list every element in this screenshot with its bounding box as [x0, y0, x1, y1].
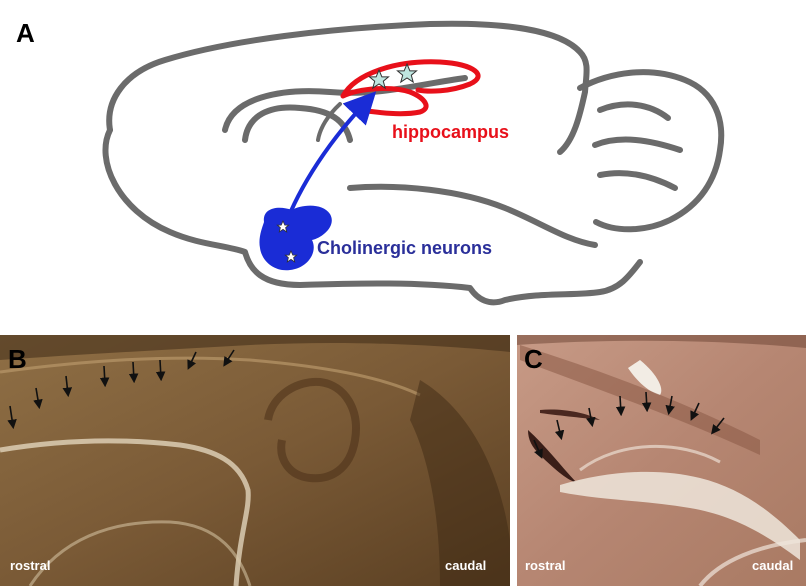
hippocampus-label: hippocampus [392, 122, 509, 142]
panel-b-rostral-label: rostral [10, 558, 50, 573]
neurons-label: Cholinergic neurons [317, 238, 492, 258]
annotation-arrow [104, 366, 105, 384]
panel-b-caudal-label: caudal [445, 558, 486, 573]
cerebellum-outline [580, 72, 721, 229]
cerebellum-fold-3 [600, 173, 675, 188]
cerebellum-fold-1 [600, 104, 668, 118]
brainstem-outline [105, 130, 640, 302]
annotation-arrow [646, 392, 647, 409]
panel-a: A hippocampus Cholinergic neurons [16, 18, 721, 302]
panel-b: B rostral caudal [0, 335, 510, 586]
panel-c-letter: C [524, 344, 543, 374]
panel-c: C rostral caudal [517, 335, 806, 586]
annotation-arrow [160, 360, 161, 378]
panel-c-rostral-label: rostral [525, 558, 565, 573]
cerebellum-fold-2 [595, 140, 680, 150]
midbrain-line [350, 187, 595, 245]
annotation-arrow [620, 396, 621, 413]
brain-outline [105, 24, 721, 303]
annotation-arrow [133, 362, 134, 380]
panel-b-letter: B [8, 344, 27, 374]
panel-a-letter: A [16, 18, 35, 48]
panel-c-caudal-label: caudal [752, 558, 793, 573]
